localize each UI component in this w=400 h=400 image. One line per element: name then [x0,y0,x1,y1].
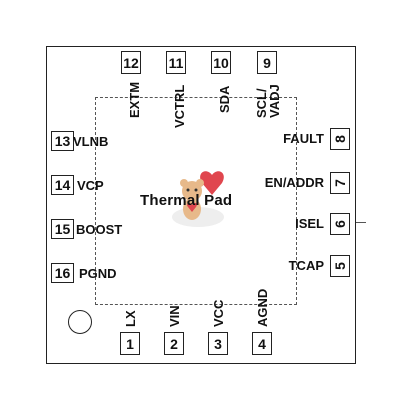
pin-1-indicator-dot [68,310,92,334]
pin-2-label: VIN [167,305,182,327]
pin-number: 13 [54,133,71,149]
pin-7-label: EN/ADDR [264,175,324,190]
pin-10-label: SDA [217,85,232,113]
pin-16: 16 [51,263,74,283]
pin-16-label: PGND [79,266,117,281]
pin-3-label: VCC [211,299,226,327]
pin-number: 2 [170,335,178,352]
pin-number: 15 [54,221,71,237]
pin-8: 8 [330,128,350,150]
pin-6-label: ISEL [295,216,324,231]
pin-3: 3 [208,332,228,355]
ic-package-outline [46,46,356,364]
pin-number: 8 [331,135,348,143]
pin-1-label: LX [123,310,138,327]
pin-1: 1 [120,332,140,355]
pin-14: 14 [51,175,74,195]
pin-number: 10 [213,54,229,71]
pin-13-label: VLNB [73,134,109,149]
pin-12: 12 [121,51,141,74]
pin-4: 4 [252,332,272,355]
pin-2: 2 [164,332,184,355]
pin-5: 5 [330,255,350,277]
pin-8-label: FAULT [283,131,324,146]
pin-9: 9 [257,51,277,74]
pin-11-label: VCTRL [172,84,187,128]
pin-9-label-line2: VADJ [267,84,282,118]
pin-7: 7 [330,172,350,194]
thermal-pad-outline [95,97,297,305]
pin-5-label: TCAP [288,258,324,273]
pin-6-lead-line [356,222,366,223]
pin-number: 6 [331,220,348,228]
pin-4-label: AGND [255,288,270,327]
pin-number: 3 [214,335,222,352]
pin-number: 5 [331,262,348,270]
thermal-pad-label: Thermal Pad [140,192,233,209]
pin-number: 14 [54,177,71,193]
pin-13: 13 [51,131,74,151]
pin-15: 15 [51,219,74,239]
pin-number: 9 [263,54,271,71]
pin-number: 7 [331,179,348,187]
pin-10: 10 [211,51,231,74]
pin-number: 11 [168,54,184,71]
pin-15-label: BOOST [76,222,123,237]
pin-12-label: EXTM [127,81,142,118]
pin-14-label: VCP [77,178,104,193]
pin-number: 16 [54,265,71,281]
pin-number: 4 [258,335,266,352]
pin-number: 1 [126,335,134,352]
pin-11: 11 [166,51,186,74]
pin-6: 6 [330,213,350,235]
bear-heart-watermark-icon [172,171,224,227]
pin-number: 12 [123,54,139,71]
